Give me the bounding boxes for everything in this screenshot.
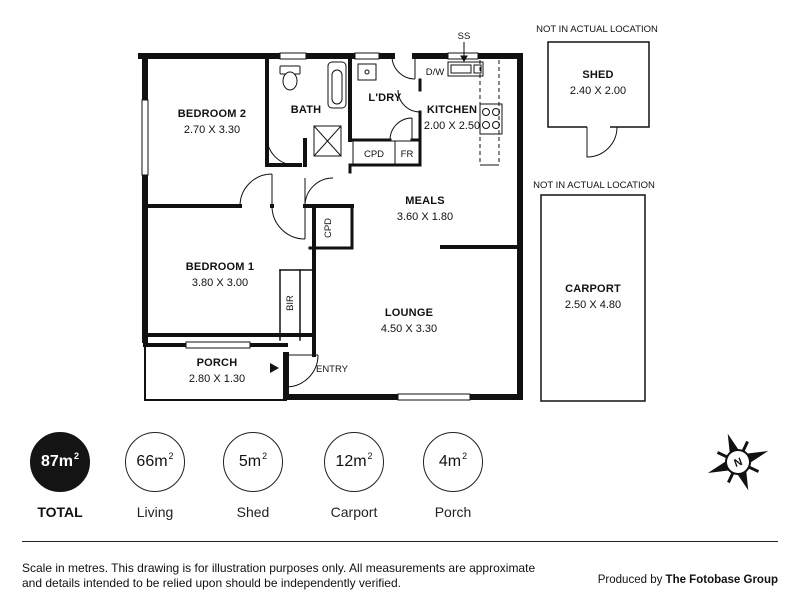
bedroom2-dims: 2.70 X 3.30	[184, 124, 240, 136]
entry-arrow	[270, 363, 279, 373]
area-total-label: TOTAL	[37, 504, 83, 520]
meals-dims: 3.60 X 1.80	[397, 211, 453, 223]
porch-label: PORCH	[197, 357, 238, 369]
producer-company: The Fotobase Group	[665, 574, 778, 586]
producer-prefix: Produced by	[597, 574, 663, 586]
area-living-label: Living	[136, 504, 174, 520]
bedroom1-dims: 3.80 X 3.00	[192, 277, 248, 289]
meals-label: MEALS	[405, 195, 445, 207]
lounge-dims: 4.50 X 3.30	[381, 323, 437, 335]
entry-label: ENTRY	[316, 364, 349, 375]
compass-rose-icon: N	[707, 433, 769, 491]
laundry-label: L'DRY	[368, 92, 402, 104]
kitchen-label: KITCHEN	[427, 104, 477, 116]
carport-label: CARPORT	[565, 283, 621, 295]
kitchen-dims: 2.00 X 2.50	[424, 120, 480, 132]
area-carport-label: Carport	[330, 504, 378, 520]
producer-credit: Produced by The Fotobase Group	[598, 574, 778, 586]
svg-text:N: N	[733, 456, 745, 470]
fridge-label: FR	[401, 149, 414, 160]
house-walls	[138, 53, 523, 401]
shed-label: SHED	[582, 69, 613, 81]
kitchen-cupboard-label: CPD	[364, 149, 384, 160]
area-shed-value: 5m	[238, 453, 262, 470]
footer-divider	[22, 541, 778, 542]
bedroom2-label: BEDROOM 2	[178, 108, 246, 120]
dishwasher-label: D/W	[426, 67, 445, 78]
hall-cupboard-label: CPD	[323, 218, 334, 238]
porch-dims: 2.80 X 1.30	[189, 373, 245, 385]
area-shed-label: Shed	[236, 504, 270, 520]
bath-fixtures	[279, 61, 377, 157]
bath-label: BATH	[291, 104, 322, 116]
lounge-label: LOUNGE	[385, 307, 433, 319]
robe-label: BIR	[285, 295, 296, 311]
shed-location-note: NOT IN ACTUAL LOCATION	[536, 24, 658, 35]
carport-dims: 2.50 X 4.80	[565, 299, 621, 311]
kitchen-fixtures	[352, 42, 503, 166]
area-porch-value: 4m	[438, 453, 462, 470]
doors	[239, 55, 421, 388]
shed-dims: 2.40 X 2.00	[570, 85, 626, 97]
ss-label: SS	[458, 31, 471, 42]
area-living-value: 66m	[136, 453, 168, 470]
carport-location-note: NOT IN ACTUAL LOCATION	[533, 180, 655, 191]
shed-outline	[547, 41, 650, 158]
carport-outline	[540, 194, 646, 402]
area-total-value: 87m	[40, 453, 73, 470]
area-carport-value: 12m	[335, 453, 367, 470]
bedroom1-label: BEDROOM 1	[186, 261, 254, 273]
area-porch-label: Porch	[434, 504, 472, 520]
disclaimer-text: Scale in metres. This drawing is for ill…	[22, 561, 536, 590]
